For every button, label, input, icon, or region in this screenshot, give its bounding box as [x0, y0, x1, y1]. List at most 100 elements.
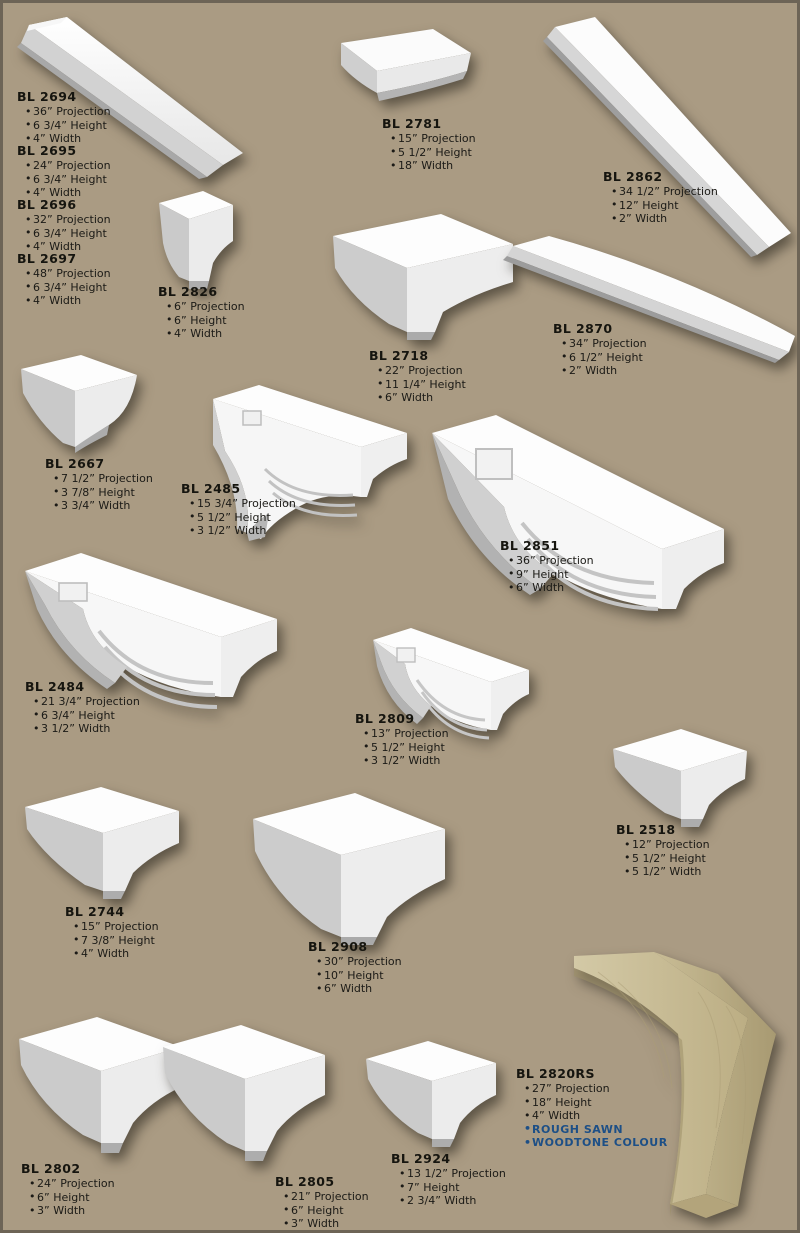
spec-item: 6” Width	[316, 982, 402, 996]
product-image-bl-2802	[9, 1011, 194, 1161]
spec-block-bl-2667: BL 2667 7 1/2” Projection 3 7/8” Height …	[45, 456, 153, 513]
product-image-bl-2870	[503, 228, 797, 368]
spec-block-bl-2851: BL 2851 36” Projection 9” Height 6” Widt…	[500, 538, 594, 595]
product-code: BL 2870	[553, 321, 613, 336]
spec-list: 36” Projection 6 3/4” Height 4” Width	[17, 105, 111, 146]
product-code: BL 2826	[158, 284, 218, 299]
spec-item: 15” Projection	[73, 920, 159, 934]
spec-item: 3 1/2” Width	[363, 754, 449, 768]
spec-item: 6” Height	[283, 1203, 369, 1218]
product-code: BL 2695	[17, 143, 77, 158]
spec-item: 2” Width	[611, 212, 718, 226]
spec-list: 22” Projection 11 1/4” Height 6” Width	[369, 364, 466, 405]
spec-item: 5 1/2” Height	[363, 740, 449, 755]
spec-item: 4” Width	[25, 294, 111, 308]
spec-block-bl-2862: BL 2862 34 1/2” Projection 12” Height 2”…	[603, 169, 718, 226]
spec-note-woodtone: WOODTONE COLOUR	[524, 1136, 668, 1150]
spec-block-bl-2820rs: BL 2820RS 27” Projection 18” Height 4” W…	[516, 1066, 668, 1150]
product-code: BL 2697	[17, 251, 77, 266]
spec-item: 24” Projection	[25, 159, 111, 173]
spec-list: 21” Projection 6” Height 3” Width	[275, 1190, 369, 1230]
spec-list: 15” Projection 5 1/2” Height 18” Width	[382, 132, 476, 173]
spec-item: 12” Projection	[624, 838, 710, 852]
spec-block-bl-2870: BL 2870 34” Projection 6 1/2” Height 2” …	[553, 321, 647, 378]
spec-block-bl-2805: BL 2805 21” Projection 6” Height 3” Widt…	[275, 1174, 369, 1230]
spec-item: 6 3/4” Height	[25, 280, 111, 295]
product-image-bl-2518	[603, 723, 758, 833]
spec-item: 5 1/2” Width	[624, 865, 710, 879]
spec-item: 9” Height	[508, 567, 594, 582]
spec-item: 4” Width	[25, 240, 111, 254]
product-code: BL 2805	[275, 1174, 335, 1189]
spec-item: 4” Width	[25, 186, 111, 200]
spec-item: 3” Width	[29, 1204, 115, 1218]
spec-block-bl-2802: BL 2802 24” Projection 6” Height 3” Widt…	[21, 1161, 115, 1218]
spec-item: 34” Projection	[561, 337, 647, 351]
product-image-bl-2805	[153, 1019, 338, 1169]
spec-block-bl-2694: BL 2694 36” Projection 6 3/4” Height 4” …	[17, 89, 111, 146]
product-code: BL 2744	[65, 904, 125, 919]
spec-block-bl-2908: BL 2908 30” Projection 10” Height 6” Wid…	[308, 939, 402, 996]
product-image-bl-2744	[15, 781, 190, 911]
spec-list: 34” Projection 6 1/2” Height 2” Width	[553, 337, 647, 378]
product-code: BL 2667	[45, 456, 105, 471]
spec-list: 32” Projection 6 3/4” Height 4” Width	[17, 213, 111, 254]
product-code: BL 2484	[25, 679, 85, 694]
spec-item: 3” Width	[283, 1217, 369, 1230]
product-image-bl-2781	[333, 21, 478, 121]
product-code: BL 2781	[382, 116, 442, 131]
spec-item: 36” Projection	[508, 554, 594, 568]
spec-block-bl-2695: BL 2695 24” Projection 6 3/4” Height 4” …	[17, 143, 111, 200]
spec-list: 27” Projection 18” Height 4” Width ROUGH…	[516, 1082, 668, 1150]
product-code: BL 2809	[355, 711, 415, 726]
product-image-bl-2924	[358, 1035, 508, 1155]
spec-item: 5 1/2” Height	[189, 510, 296, 525]
spec-note-rough-sawn: ROUGH SAWN	[524, 1122, 668, 1137]
product-code: BL 2820RS	[516, 1066, 595, 1081]
product-image-bl-2826	[151, 185, 241, 295]
spec-list: 6” Projection 6” Height 4” Width	[158, 300, 245, 341]
spec-item: 27” Projection	[524, 1082, 668, 1096]
spec-item: 10” Height	[316, 968, 402, 983]
spec-item: 7” Height	[399, 1180, 506, 1195]
spec-item: 24” Projection	[29, 1177, 115, 1191]
spec-list: 7 1/2” Projection 3 7/8” Height 3 3/4” W…	[45, 472, 153, 513]
product-code: BL 2908	[308, 939, 368, 954]
spec-item: 6 3/4” Height	[33, 708, 140, 723]
product-image-bl-2809	[365, 618, 540, 758]
product-code: BL 2718	[369, 348, 429, 363]
spec-item: 6” Height	[29, 1190, 115, 1205]
product-code: BL 2924	[391, 1151, 451, 1166]
spec-item: 2” Width	[561, 364, 647, 378]
spec-item: 22” Projection	[377, 364, 466, 378]
spec-item: 4” Width	[25, 132, 111, 146]
product-image-bl-2484	[15, 543, 290, 728]
product-code: BL 2851	[500, 538, 560, 553]
product-image-bl-2718	[323, 208, 523, 343]
spec-item: 6” Projection	[166, 300, 245, 314]
spec-item: 3 7/8” Height	[53, 485, 153, 500]
spec-item: 15” Projection	[390, 132, 476, 146]
spec-item: 5 1/2” Height	[390, 145, 476, 160]
spec-item: 2 3/4” Width	[399, 1194, 506, 1208]
spec-item: 6” Width	[508, 581, 594, 595]
spec-block-bl-2781: BL 2781 15” Projection 5 1/2” Height 18”…	[382, 116, 476, 173]
spec-item: 21” Projection	[283, 1190, 369, 1204]
spec-item: 15 3/4” Projection	[189, 497, 296, 511]
spec-item: 6 1/2” Height	[561, 350, 647, 365]
spec-item: 3 1/2” Width	[189, 524, 296, 538]
spec-block-bl-2718: BL 2718 22” Projection 11 1/4” Height 6”…	[369, 348, 466, 405]
spec-item: 48” Projection	[25, 267, 111, 281]
spec-item: 4” Width	[73, 947, 159, 961]
spec-item: 6” Width	[377, 391, 466, 405]
spec-list: 13 1/2” Projection 7” Height 2 3/4” Widt…	[391, 1167, 506, 1208]
spec-item: 7 3/8” Height	[73, 933, 159, 948]
product-code: BL 2696	[17, 197, 77, 212]
product-image-bl-2820rs	[558, 948, 793, 1223]
spec-block-bl-2809: BL 2809 13” Projection 5 1/2” Height 3 1…	[355, 711, 449, 768]
spec-item: 12” Height	[611, 198, 718, 213]
spec-block-bl-2826: BL 2826 6” Projection 6” Height 4” Width	[158, 284, 245, 341]
product-code: BL 2518	[616, 822, 676, 837]
spec-item: 6 3/4” Height	[25, 226, 111, 241]
